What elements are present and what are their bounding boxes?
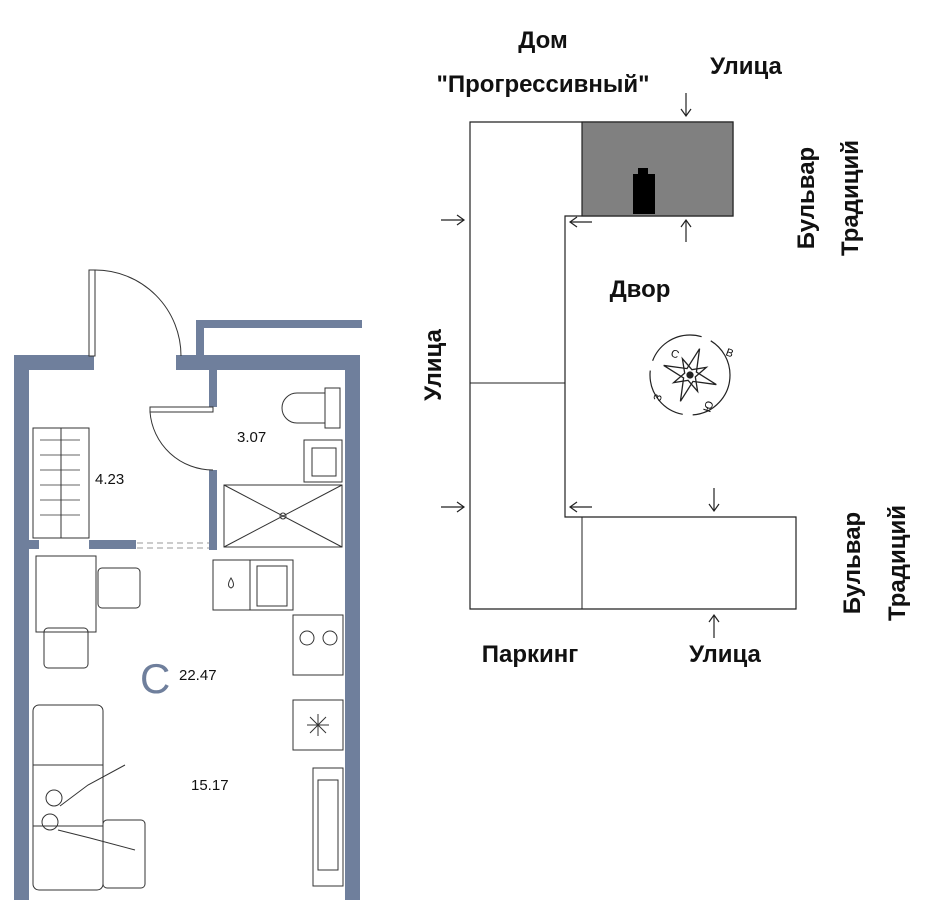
walls — [14, 320, 362, 900]
site-plan: С В Ю З Дом "Прогрессивный" Улица Улица … — [420, 27, 911, 668]
hall-area-label: 4.23 — [95, 471, 124, 488]
desk-and-chairs — [35, 555, 141, 669]
house-label-line1: Дом — [518, 27, 568, 54]
sofa — [32, 704, 146, 891]
parking-label: Паркинг — [482, 641, 579, 668]
snowflake-icon — [307, 714, 329, 736]
total-area-label: 22.47 — [179, 667, 217, 684]
arrow-up-icon — [708, 613, 720, 638]
stove-burner-icon — [322, 630, 338, 646]
bathroom-door — [149, 406, 214, 471]
wardrobe — [32, 427, 90, 539]
compass-east: В — [724, 347, 735, 361]
arrow-right-icon — [441, 214, 466, 226]
compass-south: Ю — [702, 399, 717, 414]
boulevard-top-line2: Традиций — [837, 140, 864, 256]
entrance-arrows — [441, 93, 720, 638]
boulevard-top-line1: Бульвар — [793, 147, 820, 249]
apartment-marker-notch — [638, 168, 648, 176]
kitchen — [212, 559, 344, 887]
street-left-label: Улица — [420, 328, 447, 400]
toilet-icon — [281, 387, 341, 429]
shower-tray-icon — [223, 484, 343, 548]
living-area-label: 15.17 — [191, 777, 229, 794]
stove-burner-icon — [299, 630, 315, 646]
street-bottom-label: Улица — [689, 641, 761, 668]
arrow-down-icon — [680, 93, 692, 118]
boulevard-bottom-line1: Бульвар — [839, 512, 866, 614]
bathroom-sink-icon — [303, 439, 343, 483]
entrance-door — [88, 269, 182, 357]
highlighted-section — [581, 121, 734, 217]
compass: С В Ю З — [649, 334, 735, 416]
arrow-right-icon — [441, 501, 466, 513]
bathroom-area-label: 3.07 — [237, 429, 266, 446]
compass-star-icon — [663, 348, 717, 402]
people-figures — [41, 764, 136, 851]
apartment-marker — [633, 174, 655, 214]
compass-west: З — [652, 392, 666, 403]
arrow-down-icon — [708, 488, 720, 513]
floor-plan: 4.23 3.07 С 22.47 15.17 — [14, 269, 362, 900]
arrow-up-icon — [680, 218, 692, 242]
arrow-left-icon — [568, 216, 592, 228]
compass-north: С — [669, 348, 681, 362]
street-top-label: Улица — [710, 53, 782, 80]
arrow-left-icon — [568, 501, 592, 513]
water-drop-icon — [228, 577, 234, 589]
house-label-line2: "Прогрессивный" — [437, 71, 650, 98]
room-letter: С — [140, 655, 170, 702]
boulevard-bottom-line2: Традиций — [884, 505, 911, 621]
courtyard-label: Двор — [610, 276, 671, 303]
